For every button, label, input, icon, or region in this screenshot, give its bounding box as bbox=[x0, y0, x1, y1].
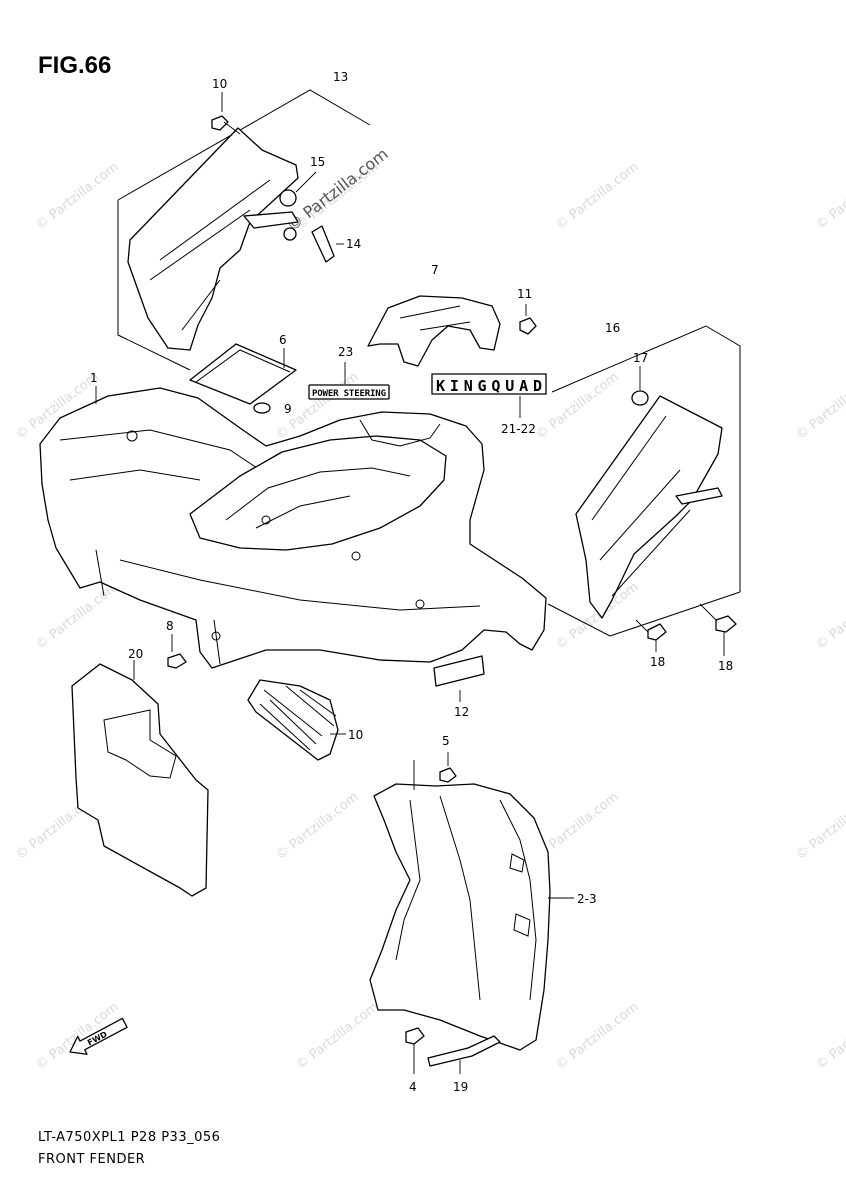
callout-4: 4 bbox=[409, 1080, 417, 1094]
side-panel-tab-16 bbox=[675, 487, 723, 505]
watermark-text: © Partzilla.com bbox=[813, 1000, 846, 1074]
callout-10-top: 10 bbox=[212, 77, 227, 91]
callout-21-22: 21-22 bbox=[501, 422, 536, 436]
callout-11-top: 11 bbox=[517, 287, 532, 301]
power-steering-decal-text: POWER STEERING bbox=[312, 389, 386, 399]
watermark-text: © Partzilla.com bbox=[33, 580, 121, 654]
watermark-text: © Partzilla.com bbox=[273, 790, 361, 864]
callout-17: 17 bbox=[633, 351, 648, 365]
screw-11 bbox=[519, 317, 537, 335]
callout-16: 16 bbox=[605, 321, 620, 335]
callout-18-a: 18 bbox=[650, 655, 665, 669]
callout-19: 19 bbox=[453, 1080, 468, 1094]
watermark-text: © Partzilla.com bbox=[793, 790, 846, 864]
callout-20: 20 bbox=[128, 647, 143, 661]
model-code: LT-A750XPL1 P28 P33_056 bbox=[38, 1130, 221, 1145]
callout-10: 10 bbox=[348, 728, 363, 742]
figure-title: FIG.66 bbox=[38, 52, 112, 79]
callout-7: 7 bbox=[431, 263, 439, 277]
screw-4 bbox=[405, 1027, 425, 1045]
callout-15: 15 bbox=[310, 155, 325, 169]
callout-23: 23 bbox=[338, 345, 353, 359]
callout-13: 13 bbox=[333, 70, 348, 84]
lid-6 bbox=[189, 343, 297, 405]
upper-cover-7 bbox=[367, 295, 501, 367]
screw-18-b bbox=[715, 615, 737, 633]
strip-19 bbox=[427, 1035, 501, 1067]
callout-9: 9 bbox=[284, 402, 292, 416]
grommet-15 bbox=[279, 189, 297, 207]
watermark-text: © Partzilla.com bbox=[553, 160, 641, 234]
callout-14: 14 bbox=[346, 237, 361, 251]
kingquad-decal-21-22 bbox=[431, 373, 547, 395]
callout-5: 5 bbox=[442, 734, 450, 748]
part-name: FRONT FENDER bbox=[38, 1152, 146, 1167]
callout-18-b: 18 bbox=[718, 659, 733, 673]
grommet-17 bbox=[631, 390, 649, 406]
power-steering-decal-23 bbox=[308, 384, 390, 400]
assembly-frame-13-lower bbox=[117, 200, 191, 371]
fender-center-well bbox=[189, 435, 447, 551]
screw-8 bbox=[167, 653, 187, 669]
watermark-text: © Partzilla.com bbox=[813, 160, 846, 234]
screw-5 bbox=[439, 767, 457, 783]
callout-6: 6 bbox=[279, 333, 287, 347]
callout-1: 1 bbox=[90, 371, 98, 385]
mud-guard-2-3 bbox=[369, 783, 551, 1051]
assembly-frame-13 bbox=[117, 89, 371, 201]
side-panel-16 bbox=[575, 395, 723, 619]
callout-12: 12 bbox=[454, 705, 469, 719]
watermark-text: © Partzilla.com bbox=[793, 370, 846, 444]
screw-10-top bbox=[211, 115, 229, 131]
inner-panel-13 bbox=[127, 127, 299, 351]
assembly-frame-16 bbox=[551, 325, 741, 592]
watermark-text: © Partzilla.com bbox=[33, 160, 121, 234]
panel-tab-13 bbox=[243, 211, 299, 229]
watermark-text: © Partzilla.com bbox=[293, 1000, 381, 1074]
watermark-text: © Partzilla.com bbox=[813, 580, 846, 654]
callout-labels: 1 2-3 4 5 6 7 8 9 10 10 11 11 12 13 14 1… bbox=[90, 70, 733, 1094]
grommet-9 bbox=[253, 402, 271, 414]
callout-2-3: 2-3 bbox=[577, 892, 597, 906]
watermark-text: © Partzilla.com bbox=[553, 1000, 641, 1074]
callout-8: 8 bbox=[166, 619, 174, 633]
clip-14 bbox=[311, 225, 335, 263]
cover-plate-20 bbox=[71, 663, 209, 897]
featured-watermark: © Partzilla.com bbox=[283, 144, 392, 235]
screw-18-a bbox=[647, 623, 667, 641]
assembly-frame-16-lower bbox=[547, 591, 741, 637]
pad-12 bbox=[433, 655, 485, 687]
